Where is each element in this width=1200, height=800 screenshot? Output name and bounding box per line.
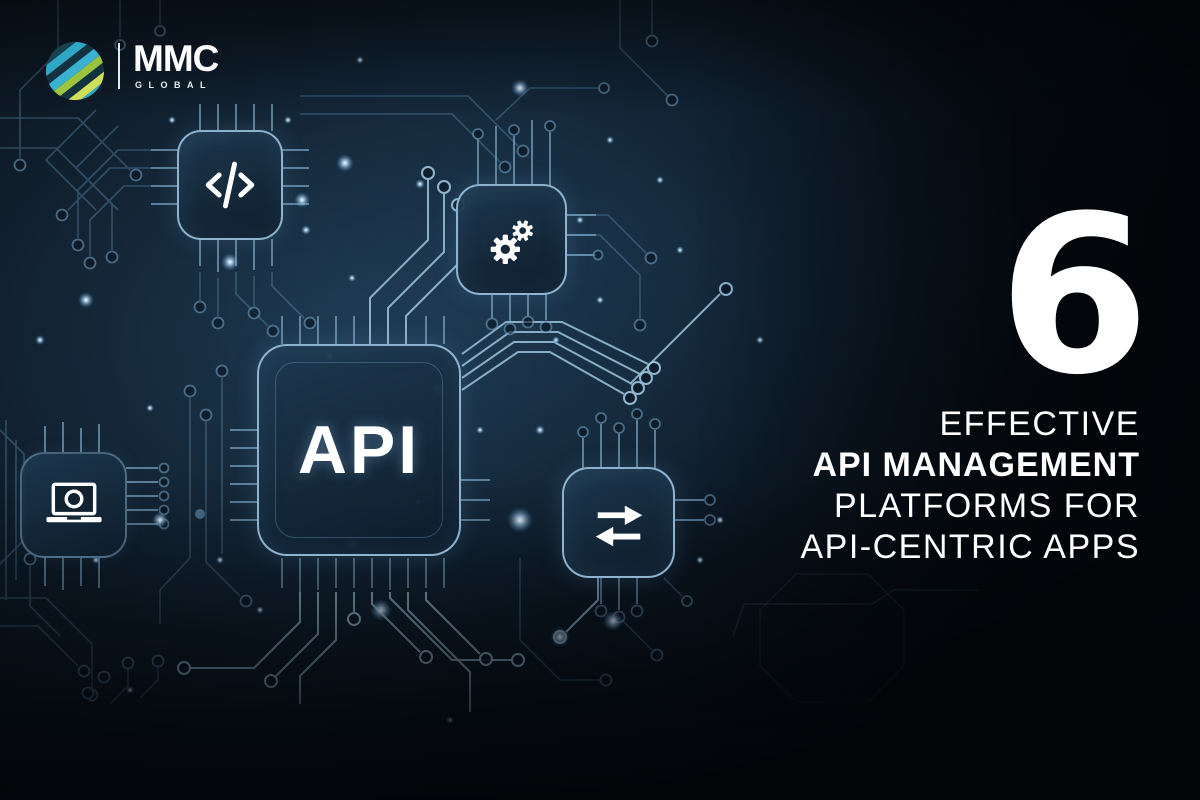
api-chip-label: API — [297, 412, 421, 488]
laptop-chip — [20, 452, 127, 558]
api-chip: API — [257, 344, 461, 556]
striped-globe-icon — [44, 40, 106, 102]
headline-line-1: EFFECTIVE — [939, 405, 1140, 443]
code-brackets-icon — [205, 161, 255, 209]
laptop-sync-icon — [45, 482, 102, 523]
headline-line-2: API MANAGEMENT — [812, 446, 1140, 484]
data-transfer-chip — [562, 467, 675, 578]
headline-block: EFFECTIVE API MANAGEMENT PLATFORMS FOR A… — [800, 404, 1140, 568]
logo-brand-text: MMC — [133, 38, 219, 79]
settings-chip — [456, 184, 567, 295]
headline-line-4: API-CENTRIC APPS — [800, 528, 1140, 566]
logo-divider — [118, 43, 120, 89]
hero-number: 6 — [998, 170, 1150, 423]
transfer-arrows-icon — [595, 505, 642, 546]
gears-icon — [490, 219, 533, 264]
circuit-traces-dim — [0, 0, 978, 705]
code-chip — [177, 130, 283, 240]
brand-logo: MMC GLOBAL — [44, 38, 219, 102]
headline-line-3: PLATFORMS FOR — [834, 487, 1140, 525]
logo-subtitle-text: GLOBAL — [135, 80, 212, 91]
